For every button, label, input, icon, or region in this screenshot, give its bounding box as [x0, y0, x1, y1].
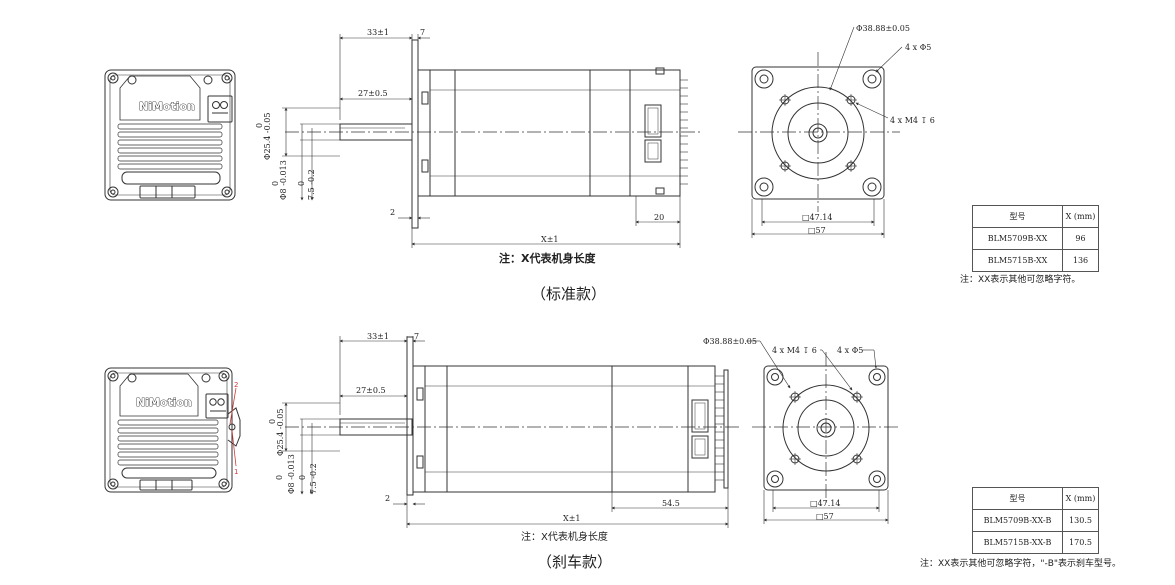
top-dim-20: 20 — [654, 213, 664, 222]
bottom-dim-shaft-dia: Φ25.4 -0.05 — [276, 409, 285, 456]
bottom-dim-flat-zero: 0 — [298, 475, 307, 480]
top-dim-holes: 4 x Φ5 — [905, 43, 931, 52]
table-row: BLM5715B-XX-B 170.5 — [972, 531, 1099, 554]
top-dim-threads: 4 x M4 ↧ 6 — [890, 116, 935, 125]
bottom-table-model-1: BLM5709B-XX-B — [972, 509, 1063, 532]
top-dim-shaft-8: Φ8 -0.013 — [279, 160, 288, 200]
bottom-dim-shaft-8-zero: 0 — [275, 475, 284, 480]
top-dimensions — [282, 34, 681, 248]
bottom-dim-threads: 4 x M4 ↧ 6 — [772, 346, 817, 355]
table-row: BLM5715B-XX 136 — [972, 249, 1099, 272]
bottom-dim-57: □57 — [816, 512, 834, 521]
top-table-note: 注：XX表示其他可忽略字符。 — [960, 275, 1081, 285]
top-length-note: 注：X代表机身长度 — [499, 252, 596, 265]
bottom-table-model-2: BLM5715B-XX-B — [972, 531, 1063, 554]
bottom-length-note: 注：X代表机身长度 — [521, 532, 608, 543]
bottom-model-table: 型号 X (mm) BLM5709B-XX-B 130.5 BLM5715B-X… — [972, 487, 1099, 554]
top-dim-shaft-dia-zero: 0 — [255, 123, 264, 128]
top-dim-57: □57 — [808, 226, 826, 235]
bottom-dim-holes: 4 x Φ5 — [837, 346, 863, 355]
bottom-table-x-1: 130.5 — [1062, 509, 1099, 532]
table-row: 型号 X (mm) — [972, 205, 1099, 228]
top-dim-2: 2 — [390, 208, 395, 217]
bottom-dim-545: 54.5 — [662, 499, 680, 508]
top-table-x-1: 96 — [1062, 227, 1099, 250]
bottom-dim-7: 7 — [414, 332, 419, 341]
brake-pin-2: 2 — [234, 381, 238, 389]
top-table-model-2: BLM5715B-XX — [972, 249, 1063, 272]
top-dim-33: 33±1 — [367, 28, 389, 37]
bottom-side-view — [285, 336, 740, 496]
top-dim-27: 27±0.5 — [358, 89, 388, 98]
bottom-dim-33: 33±1 — [367, 332, 389, 341]
top-dim-7: 7 — [420, 28, 425, 37]
bottom-caption: （刹车款） — [537, 553, 613, 571]
table-row: BLM5709B-XX-B 130.5 — [972, 509, 1099, 532]
top-model-table: 型号 X (mm) BLM5709B-XX 96 BLM5715B-XX 136 — [972, 205, 1099, 272]
bottom-dim-flat: 7.5 -0.2 — [309, 463, 318, 494]
bottom-dim-4714: □47.14 — [810, 499, 840, 508]
bottom-table-header-model: 型号 — [972, 487, 1063, 510]
top-caption: （标准款） — [531, 285, 607, 303]
bottom-front-view — [752, 352, 900, 505]
bottom-table-header-x: X (mm) — [1062, 487, 1099, 510]
top-table-header-x: X (mm) — [1062, 205, 1099, 228]
bottom-dim-27: 27±0.5 — [356, 386, 386, 395]
top-front-dimensions — [751, 26, 903, 238]
bottom-dimensions — [282, 336, 729, 528]
brake-leads — [229, 387, 237, 467]
bottom-dim-pcd: Φ38.88±0.05 — [703, 337, 757, 346]
bottom-table-note: 注：XX表示其他可忽略字符，"-B"表示刹车型号。 — [920, 559, 1122, 569]
top-table-x-2: 136 — [1062, 249, 1099, 272]
bottom-dim-shaft-dia-zero: 0 — [268, 419, 277, 424]
top-dim-shaft-8-zero: 0 — [271, 181, 280, 186]
bottom-front-dimensions — [746, 340, 889, 524]
bottom-logo: NiMotion — [136, 396, 192, 409]
bottom-table-x-2: 170.5 — [1062, 531, 1099, 554]
top-front-view — [738, 52, 900, 212]
table-row: BLM5709B-XX 96 — [972, 227, 1099, 250]
top-logo: NiMotion — [139, 100, 195, 113]
top-dim-4714: □47.14 — [802, 213, 832, 222]
bottom-rear-view — [104, 367, 241, 493]
top-table-header-model: 型号 — [972, 205, 1063, 228]
top-dim-flat-zero: 0 — [297, 181, 306, 186]
top-dim-pcd: Φ38.88±0.05 — [856, 24, 910, 33]
top-dim-x: X±1 — [541, 235, 559, 244]
brake-pin-1: 1 — [234, 468, 238, 476]
bottom-dim-x: X±1 — [563, 514, 581, 523]
bottom-dim-shaft-8: Φ8 -0.013 — [287, 454, 296, 494]
top-dim-shaft-dia: Φ25.4 -0.05 — [263, 113, 272, 160]
top-dim-flat: 7.5 -0.2 — [307, 169, 316, 200]
top-side-view — [285, 39, 700, 229]
bottom-dim-2: 2 — [385, 494, 390, 503]
top-rear-view — [104, 69, 236, 201]
top-table-model-1: BLM5709B-XX — [972, 227, 1063, 250]
table-row: 型号 X (mm) — [972, 487, 1099, 510]
